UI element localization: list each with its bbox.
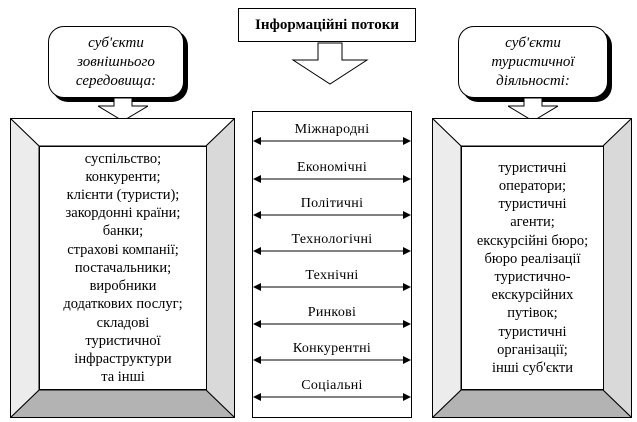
double-arrow-icon [253,283,411,291]
double-arrow-icon [253,393,411,401]
double-arrow-icon [253,137,411,145]
flow-label: Технічні [305,268,359,283]
flow-label: Технологічні [291,232,373,247]
flow-label: Економічні [296,160,368,175]
right-header: суб'єкти туристичної діяльності: [458,26,608,98]
double-arrow-icon [253,175,411,183]
diagram-title: Інформаційні потоки [238,8,416,42]
right-header-arrow [508,98,558,122]
flow-item: Конкурентні [253,341,411,377]
flow-item: Економічні [253,160,411,196]
title-down-arrow [291,42,369,85]
flow-label: Соціальні [301,378,363,393]
flow-item: Соціальні [253,378,411,414]
flow-item: Ринкові [253,305,411,341]
double-arrow-icon [253,247,411,255]
double-arrow-icon [253,320,411,328]
flow-item: Технічні [253,268,411,304]
right-items-box: туристичні оператори; туристичні агенти;… [461,146,604,390]
flow-label: Міжнародні [294,122,370,137]
flow-item: Технологічні [253,232,411,268]
flow-label: Політичні [300,196,364,211]
flow-label: Ринкові [307,305,357,320]
left-items-box: суспільство; конкуренти; клієнти (турист… [39,146,207,390]
flow-label: Конкурентні [292,341,372,356]
double-arrow-icon [253,356,411,364]
left-header-arrow [98,98,148,122]
flow-item: Міжнародні [253,122,411,158]
left-header: суб'єкти зовнішнього середовища: [48,26,184,98]
flows-box: Міжнародні Економічні Політичні Технолог… [252,111,412,418]
double-arrow-icon [253,211,411,219]
flow-item: Політичні [253,196,411,232]
